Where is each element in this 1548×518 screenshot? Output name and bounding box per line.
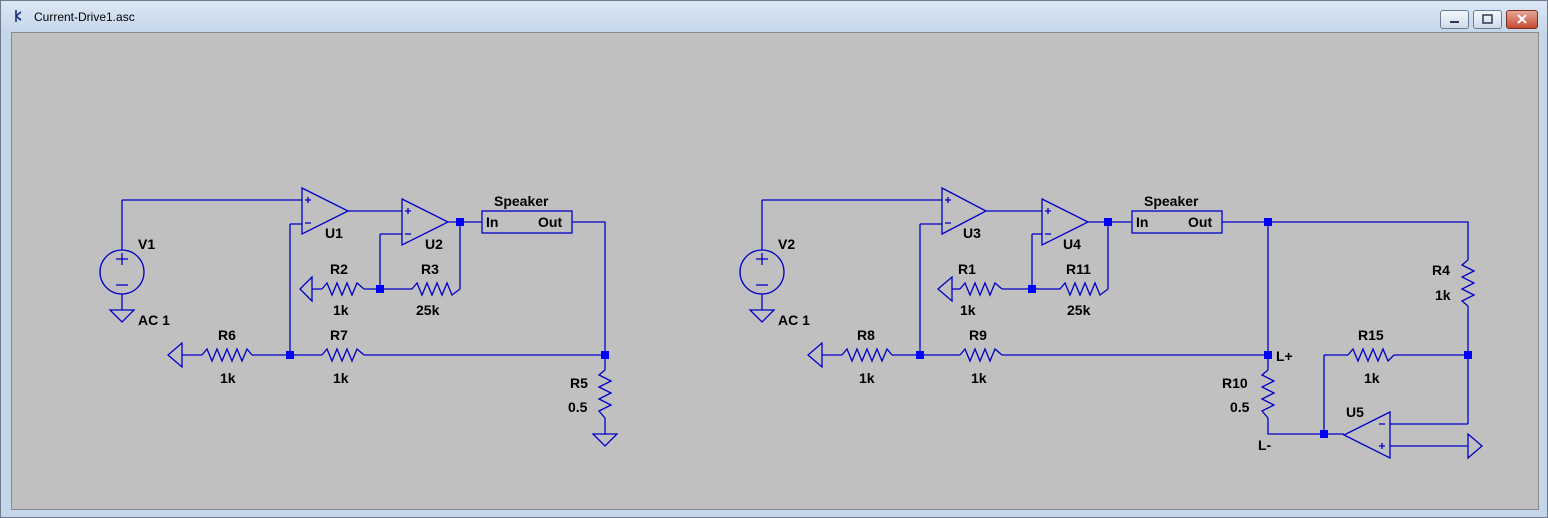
title-bar[interactable]: Current-Drive1.asc — [1, 1, 1547, 31]
resistor-r5[interactable] — [597, 369, 613, 419]
r3-value: 25k — [416, 302, 440, 318]
ltspice-icon — [15, 10, 22, 22]
r3-label: R3 — [421, 261, 439, 277]
u4-label: U4 — [1063, 236, 1081, 252]
r8-value: 1k — [859, 370, 875, 386]
speaker-left-in: In — [486, 214, 498, 230]
resistor-r10[interactable] — [1260, 369, 1276, 419]
maximize-button[interactable] — [1473, 10, 1502, 29]
v2-value: AC 1 — [778, 312, 810, 328]
l-minus-label: L- — [1258, 437, 1272, 453]
resistor-r7[interactable] — [321, 347, 365, 363]
wire-right — [761, 199, 1469, 447]
r5-value: 0.5 — [568, 399, 588, 415]
junctions — [286, 218, 1472, 438]
r2-value: 1k — [333, 302, 349, 318]
speaker-right[interactable] — [1131, 210, 1223, 234]
ground-symbol — [591, 433, 619, 447]
r9-label: R9 — [969, 327, 987, 343]
u1-label: U1 — [325, 225, 343, 241]
l-plus-label: L+ — [1276, 348, 1293, 364]
opamp-u4[interactable] — [1041, 197, 1090, 247]
resistor-r11[interactable] — [1059, 281, 1109, 297]
maximize-icon — [1482, 14, 1493, 24]
schematic-canvas[interactable]: V1 AC 1 U1 U2 R2 1k R3 25k R6 1k R7 1k R… — [11, 32, 1539, 510]
voltage-source-v2[interactable] — [739, 249, 785, 295]
r10-label: R10 — [1222, 375, 1248, 391]
r8-label: R8 — [857, 327, 875, 343]
r11-value: 25k — [1067, 302, 1091, 318]
r4-label: R4 — [1432, 262, 1450, 278]
resistor-r6[interactable] — [201, 347, 253, 363]
r5-label: R5 — [570, 375, 588, 391]
v1-label: V1 — [138, 236, 155, 252]
ground-symbol — [1467, 432, 1483, 460]
r15-value: 1k — [1364, 370, 1380, 386]
speaker-left[interactable] — [481, 210, 573, 234]
resistor-r8[interactable] — [841, 347, 893, 363]
ground-symbol — [807, 341, 823, 369]
r11-label: R11 — [1066, 261, 1091, 277]
u2-label: U2 — [425, 236, 443, 252]
resistor-r3[interactable] — [411, 281, 461, 297]
speaker-right-in: In — [1136, 214, 1148, 230]
resistor-r2[interactable] — [321, 281, 365, 297]
voltage-source-v1[interactable] — [99, 249, 145, 295]
ground-symbol — [167, 341, 183, 369]
minimize-icon — [1450, 21, 1459, 23]
r1-label: R1 — [958, 261, 976, 277]
r6-value: 1k — [220, 370, 236, 386]
r7-value: 1k — [333, 370, 349, 386]
speaker-right-label: Speaker — [1144, 193, 1199, 209]
ground-symbol — [299, 275, 313, 303]
v1-value: AC 1 — [138, 312, 170, 328]
resistor-r9[interactable] — [959, 347, 1003, 363]
r6-label: R6 — [218, 327, 236, 343]
ground-symbol — [937, 275, 953, 303]
speaker-left-label: Speaker — [494, 193, 549, 209]
close-button[interactable] — [1506, 10, 1538, 29]
u5-label: U5 — [1346, 404, 1364, 420]
resistor-r4[interactable] — [1460, 259, 1476, 307]
u3-label: U3 — [963, 225, 981, 241]
ground-symbol — [748, 309, 776, 323]
speaker-right-out: Out — [1188, 214, 1212, 230]
opamp-u2[interactable] — [401, 197, 450, 247]
v2-label: V2 — [778, 236, 795, 252]
r15-label: R15 — [1358, 327, 1384, 343]
ground-symbol — [108, 309, 136, 323]
window-title: Current-Drive1.asc — [34, 10, 135, 24]
r4-value: 1k — [1435, 287, 1451, 303]
wire-left — [121, 199, 606, 434]
r2-label: R2 — [330, 261, 348, 277]
resistor-r1[interactable] — [959, 281, 1003, 297]
r7-label: R7 — [330, 327, 348, 343]
r10-value: 0.5 — [1230, 399, 1250, 415]
close-icon — [1517, 14, 1527, 24]
opamp-u1[interactable] — [301, 186, 350, 236]
r9-value: 1k — [971, 370, 987, 386]
opamp-u3[interactable] — [941, 186, 988, 236]
minimize-button[interactable] — [1440, 10, 1469, 29]
opamp-u5[interactable] — [1342, 410, 1391, 460]
speaker-left-out: Out — [538, 214, 562, 230]
r1-value: 1k — [960, 302, 976, 318]
schematic-drawing[interactable]: V1 AC 1 U1 U2 R2 1k R3 25k R6 1k R7 1k R… — [12, 33, 1538, 509]
resistor-r15[interactable] — [1347, 347, 1395, 363]
